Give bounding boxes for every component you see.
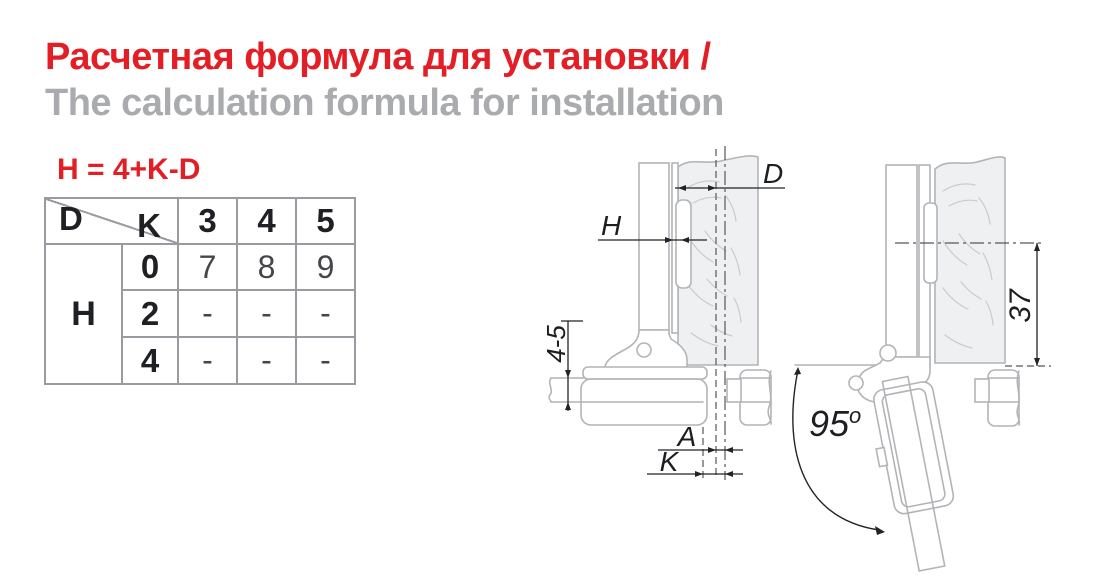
table-cell: 7 [177, 243, 238, 291]
panel-piece-right [974, 369, 1021, 427]
glass-clamp-tab [675, 199, 692, 289]
table-cell: - [177, 289, 238, 338]
col-header: 3 [177, 197, 238, 245]
page-title-en: The calculation formula for installation [45, 82, 724, 124]
dim-label-a: A [676, 421, 697, 452]
diagram-hinge-open: 37 95o [792, 156, 1051, 572]
dim-label-h: H [601, 210, 622, 241]
table-corner-cell: D K [44, 197, 179, 245]
dim-arrowheads [565, 185, 733, 477]
formula-text: H = 4+K-D [57, 153, 201, 186]
door-frame-profile [638, 162, 670, 331]
corner-col-axis-label: K [137, 207, 161, 244]
dim-label-cup-center: 37 [1004, 288, 1037, 323]
door-frame-profile [885, 164, 918, 358]
open-door-bump [875, 446, 889, 468]
page-title-ru: Расчетная формула для установки / [45, 36, 711, 78]
hinge-cup-body [580, 378, 708, 426]
table-row: H 0 7 8 9 [44, 243, 356, 385]
opening-angle-arc [792, 369, 880, 531]
open-door-glass-strip [881, 375, 946, 572]
diagram-hinge-closed: H D 4-5 A K [541, 146, 785, 480]
col-header: 4 [236, 197, 297, 245]
dim-label-k: K [660, 446, 680, 477]
open-door-frame-inner [881, 388, 946, 508]
table-header-row: D K 3 4 5 [44, 197, 356, 245]
table-cell: 9 [295, 243, 356, 291]
row-key: 2 [121, 289, 179, 338]
glass-streaks [942, 183, 994, 349]
angle-value: 95 [809, 403, 850, 444]
angle-label: 95o [809, 403, 861, 444]
row-key: 0 [121, 243, 179, 291]
dim-label-plate-distance: 4-5 [541, 325, 571, 363]
table-cell: - [236, 336, 297, 385]
hinge-pivot-lower [848, 375, 864, 391]
table-cell: - [177, 336, 238, 385]
panel-piece-right [726, 369, 772, 426]
angle-unit: o [849, 403, 861, 428]
hinge-pivot [636, 342, 652, 358]
hinge-top-plate [582, 366, 708, 380]
col-header: 5 [295, 197, 356, 245]
table-cell: - [295, 336, 356, 385]
row-key: 4 [121, 336, 179, 385]
row-group-label: H [44, 243, 123, 385]
table-row: 2 - - - [45, 289, 356, 338]
table-cell: - [295, 289, 356, 338]
corner-row-axis-label: D [59, 200, 83, 237]
glass-panel [934, 156, 1006, 364]
hk-table: D K 3 4 5 H 0 7 8 9 2 - - - 4 - - - [44, 197, 356, 385]
glass-panel [677, 155, 759, 366]
table-row: 4 - - - [45, 336, 356, 385]
dim-label-d: D [763, 158, 783, 189]
open-door-assembly [873, 375, 955, 572]
table-cell: 8 [236, 243, 297, 291]
table-cell: - [236, 289, 297, 338]
cabinet-bottom-panel [548, 377, 704, 403]
hinge-pivot-upper [879, 344, 897, 362]
